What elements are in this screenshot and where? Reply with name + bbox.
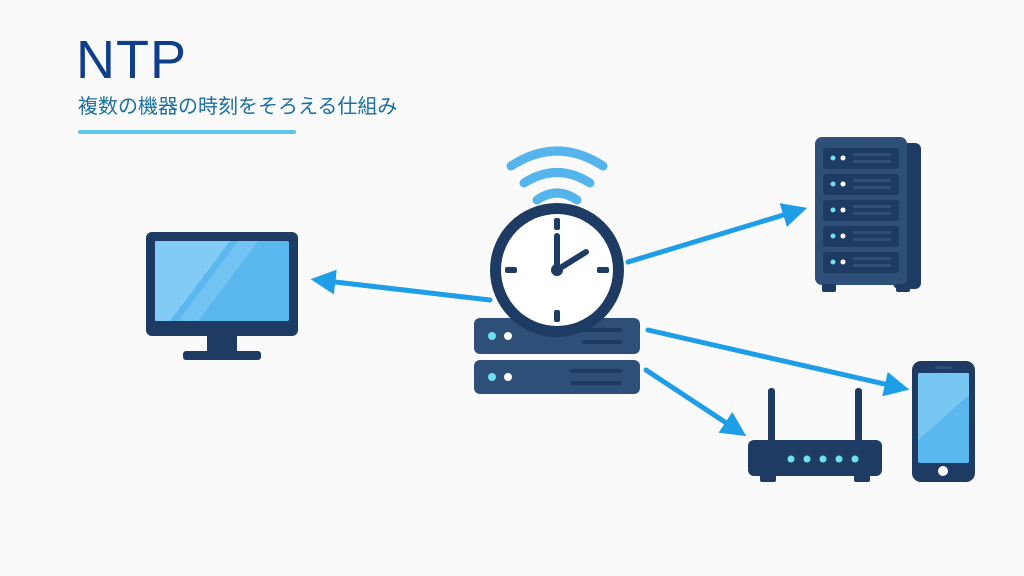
title-underline <box>78 130 296 134</box>
monitor-icon <box>146 232 298 360</box>
wifi-waves-icon <box>506 146 608 205</box>
rack-server-icon <box>815 137 921 292</box>
page-title: NTP <box>76 30 187 90</box>
page-subtitle: 複数の機器の時刻をそろえる仕組み <box>78 94 398 118</box>
arrow-to-monitor <box>310 269 493 303</box>
arrow-to-rack-server <box>625 203 808 265</box>
clock-server-icon <box>474 146 640 394</box>
clock-icon <box>490 203 624 337</box>
router-icon <box>748 388 882 482</box>
arrows <box>310 203 910 437</box>
smartphone-icon <box>912 361 975 482</box>
rack-units <box>823 148 899 273</box>
arrow-to-router <box>643 367 747 437</box>
arrow-to-smartphone <box>645 327 910 397</box>
